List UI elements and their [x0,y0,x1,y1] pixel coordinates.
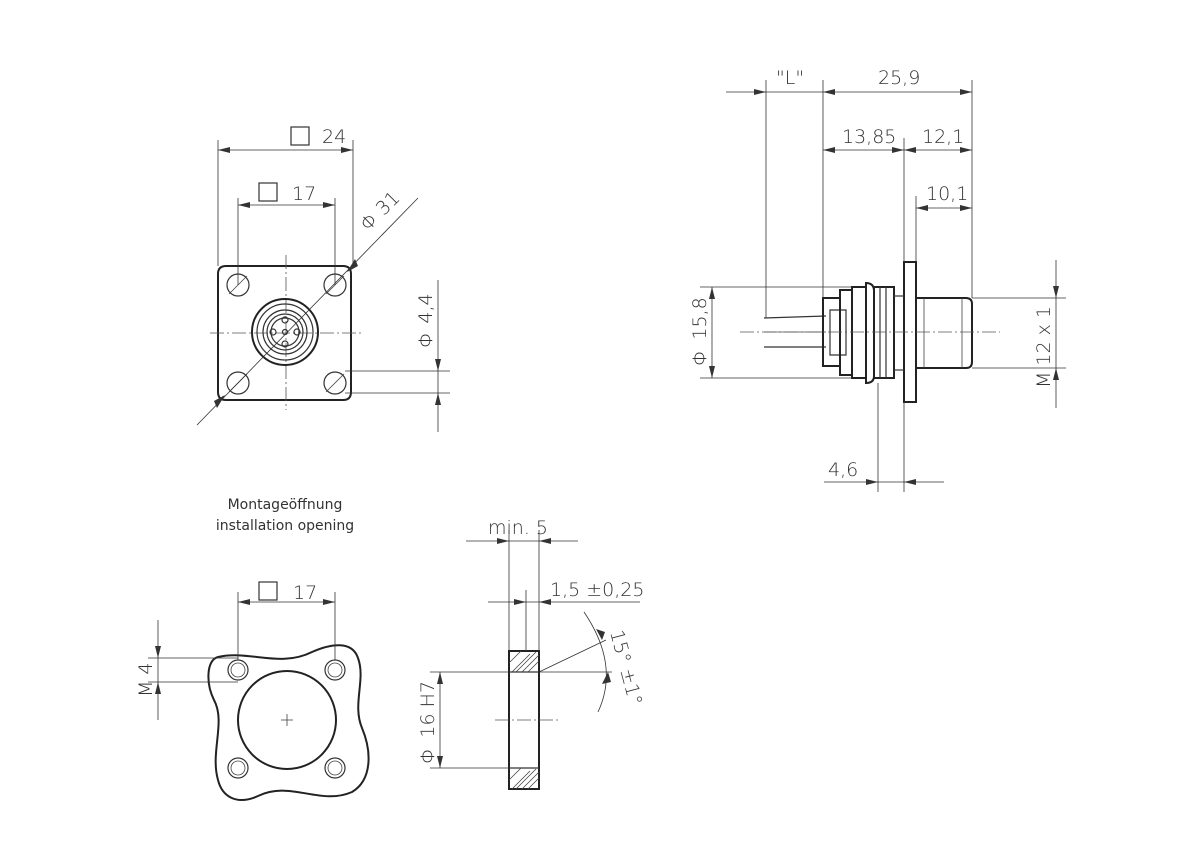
dim-length-L: "L" [776,67,804,89]
bore-circle [237,670,337,770]
dim-flange-offset: 4,6 [828,459,858,481]
dim-chamfer: 1,5 ±0,25 [550,579,644,601]
diameter-31-line [196,197,419,426]
dim-diameter-4-4: Φ4,4 [415,293,437,348]
flange [903,261,917,403]
label-opening-en: installation opening [216,518,354,534]
dim-diameter-31: Φ31 [356,187,404,235]
panel-section-view: min. 5 1,5 ±0,25 15° ±1° Φ16 H7 [417,517,646,790]
dim-square-24: 24 [322,126,346,148]
thread [915,297,973,369]
dim-body-length: 13,85 [842,126,896,148]
side-view: "L" 25,9 13,85 12,1 10,1 Φ15,8 M 12 x 1 [689,67,1066,492]
front-view: Φ31 24 17 Φ4,4 [196,126,450,432]
dim-thread-holes-m4: M 4 [135,662,157,697]
dim-angle: 15° ±1° [605,628,646,708]
dim-thread-part-length: 12,1 [922,126,964,148]
panel-outline [207,644,370,801]
dim-square-17: 17 [292,183,316,205]
dim-thread-m12: M 12 x 1 [1033,306,1055,388]
panel-section [508,650,540,790]
body-housing [873,286,895,379]
dim-total-length: 25,9 [878,67,920,89]
dim-thread-length: 10,1 [926,183,968,205]
dim-diameter-15-8: Φ15,8 [689,297,711,366]
dim-bore-16-h7: Φ16 H7 [417,681,439,764]
label-opening-de: Montageöffnung [228,497,343,513]
dim-opening-square-17: 17 [293,582,317,604]
installation-opening-view: Montageöffnung installation opening 17 M… [135,497,370,801]
connector-face [251,298,319,366]
thread-holes [227,659,346,779]
dim-min-thickness: min. 5 [488,517,548,539]
